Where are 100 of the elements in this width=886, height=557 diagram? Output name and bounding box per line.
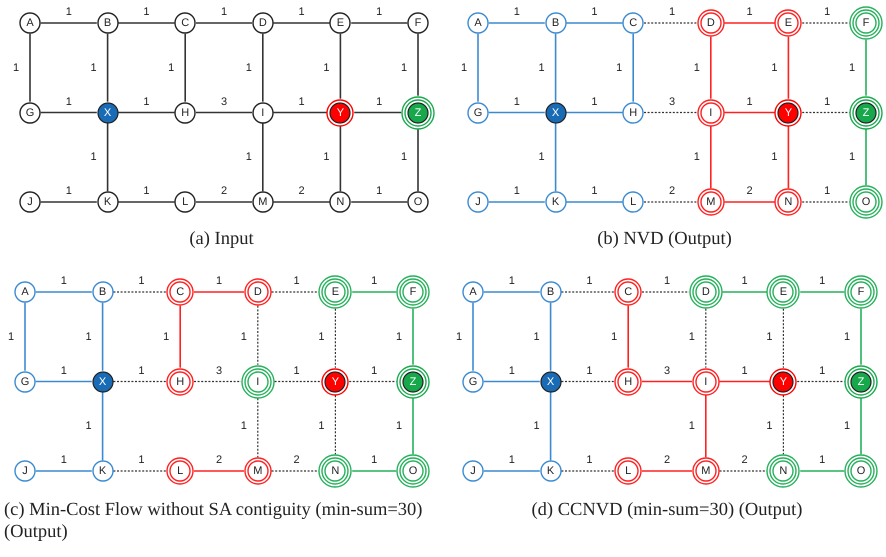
edge-line xyxy=(24,302,26,371)
edge-line xyxy=(40,112,97,114)
edge-line xyxy=(113,470,166,472)
edge-line xyxy=(782,395,784,454)
edge-line xyxy=(352,470,396,472)
edge-line xyxy=(36,470,92,472)
graph-node: D xyxy=(696,9,725,37)
edge-line xyxy=(710,126,712,188)
edge-weight: 1 xyxy=(512,96,521,108)
edge-line xyxy=(118,22,174,24)
edge-line xyxy=(488,22,545,24)
edge-weight: 1 xyxy=(322,62,330,74)
edge-weight: 1 xyxy=(823,6,832,18)
edge-line xyxy=(272,291,319,293)
edge-line xyxy=(334,395,336,454)
graph-node: M xyxy=(244,457,272,485)
edge-line xyxy=(710,36,712,99)
edge-line xyxy=(800,470,844,472)
edge-line xyxy=(274,201,330,203)
edge-line xyxy=(196,201,252,203)
edge-weight: 1 xyxy=(460,62,468,74)
graph-node: C xyxy=(614,278,642,306)
graph-node: Z xyxy=(844,364,878,398)
graph-node: E xyxy=(329,12,352,34)
edge-weight: 1 xyxy=(590,6,598,18)
edge-line xyxy=(257,306,258,365)
edge-line xyxy=(36,380,92,382)
edge-line xyxy=(484,470,540,472)
edge-line xyxy=(802,201,850,203)
graph-node: X xyxy=(540,370,562,392)
edge-line xyxy=(644,201,697,203)
edge-weight: 1 xyxy=(142,96,150,108)
graph-node: C xyxy=(622,12,644,34)
graph-node: O xyxy=(849,185,883,219)
edge-weight: 2 xyxy=(740,454,749,466)
edge-line xyxy=(484,291,540,293)
edge-weight: 1 xyxy=(64,6,73,18)
graph-node: N xyxy=(774,188,802,216)
edge-line xyxy=(705,308,706,368)
graph-node: B xyxy=(540,281,562,303)
edge-line xyxy=(118,201,174,203)
edge-line xyxy=(720,380,770,382)
graph-node: N xyxy=(766,454,800,488)
graph-node: G xyxy=(467,102,489,124)
edge-weight: 1 xyxy=(746,6,754,18)
edge-line xyxy=(561,470,614,472)
edge-weight: 1 xyxy=(823,185,832,197)
edge-line xyxy=(118,112,174,114)
graph-node: O xyxy=(407,191,429,213)
graph-node: E xyxy=(318,275,352,309)
graph-node: Y xyxy=(774,98,802,126)
edge-line xyxy=(184,34,186,102)
edge-line xyxy=(340,34,342,99)
edge-line xyxy=(550,392,552,460)
edge-line xyxy=(720,470,767,472)
edge-line xyxy=(113,380,166,382)
edge-weight: 1 xyxy=(137,275,146,287)
edge-weight: 1 xyxy=(292,275,301,287)
graph-node: X xyxy=(92,370,114,392)
graph-node: X xyxy=(96,102,119,124)
panel-caption: (d) CCNVD (min-sum=30) (Output) xyxy=(530,499,804,521)
edge-weight: 1 xyxy=(370,454,378,466)
edge-weight: 1 xyxy=(740,364,749,376)
edge-line xyxy=(102,302,104,371)
edge-line xyxy=(36,291,92,293)
graph-node: Y xyxy=(321,368,350,396)
edge-weight: 1 xyxy=(214,275,224,287)
edge-line xyxy=(102,392,104,460)
edge-weight: 1 xyxy=(12,62,20,74)
edge-line xyxy=(865,40,867,96)
edge-line xyxy=(113,291,166,293)
graph-node: K xyxy=(96,191,119,213)
edge-weight: 2 xyxy=(298,185,306,197)
edge-weight: 1 xyxy=(167,62,176,74)
edge-weight: 1 xyxy=(244,62,253,74)
edge-weight: 1 xyxy=(84,330,93,343)
edge-weight: 3 xyxy=(668,96,676,108)
edge-line xyxy=(194,291,244,293)
edge-weight: 1 xyxy=(375,6,384,18)
graph-node: L xyxy=(622,191,644,213)
graph-node: B xyxy=(544,12,567,34)
graph-node: O xyxy=(396,454,430,488)
edge-line xyxy=(705,395,707,458)
edge-weight: 1 xyxy=(90,62,98,74)
graph-node: L xyxy=(614,457,642,485)
edge-weight: 3 xyxy=(662,364,672,376)
edge-weight: 1 xyxy=(590,96,598,108)
graph-node: L xyxy=(166,457,194,485)
edge-line xyxy=(179,306,181,368)
edge-weight: 2 xyxy=(214,454,224,466)
edge-line xyxy=(632,34,634,102)
edge-weight: 1 xyxy=(585,275,594,287)
graph-node: G xyxy=(19,102,41,124)
edge-line xyxy=(802,22,850,24)
edge-weight: 1 xyxy=(60,275,68,287)
edge-line xyxy=(194,470,244,472)
graph-node: A xyxy=(19,12,41,34)
edge-line xyxy=(29,34,31,102)
graph-node: I xyxy=(696,98,725,126)
edge-weight: 1 xyxy=(610,330,618,343)
